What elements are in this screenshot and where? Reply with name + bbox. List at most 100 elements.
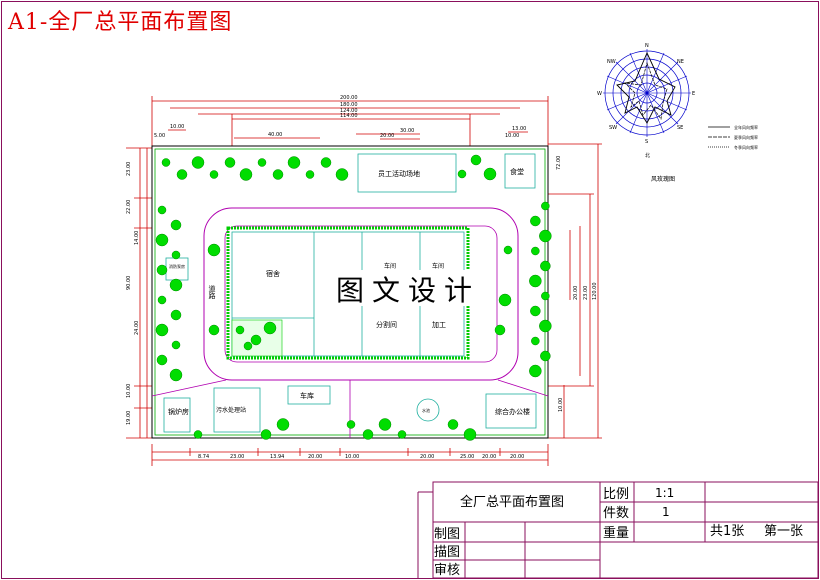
label-pump-room: 消防泵房 [169,263,185,269]
tree-icon [156,264,168,276]
dim-label: 10.00 [170,124,184,130]
label-split-room: 分割间 [376,320,397,329]
dim-label: 200.00 [340,95,358,101]
tree-icon [483,167,497,181]
dim-label: 180.00 [340,102,358,108]
tree-icon [529,364,542,378]
tree-icon [540,260,551,272]
wind-rose-summer [624,61,668,120]
bottom-dimensions [151,444,549,466]
tree-icon [540,350,551,362]
wind-dir-w: W [597,91,602,97]
dim-label: 20.00 [420,454,434,460]
tb-traced-label: 描图 [434,545,460,560]
right-dimensions [548,143,602,439]
dim-label: 124.00 [340,108,358,114]
wind-dir-n: N [645,43,649,49]
tree-icon [541,291,550,301]
wind-dir-nw: NW [607,59,616,65]
tree-icon [155,233,169,247]
label-water: 水池 [422,407,430,413]
tree-icon [239,168,253,181]
dim-label: 8.74 [198,454,209,460]
tree-icon [171,340,181,350]
title-block [417,481,819,579]
tb-count-label: 件数 [603,506,629,521]
wind-dir-sw: SW [609,125,617,131]
tree-icon [530,215,541,227]
dim-label: 25.00 [460,454,474,460]
tree-icon [169,368,183,382]
dim-label: 23.00 [230,454,244,460]
wind-dir-ne: NE [677,59,684,65]
drawing-title: A1-全厂总平面布置图 [8,10,233,35]
tree-icon [287,156,301,169]
ring-road-outer [203,207,519,381]
watermark-bg [330,270,488,306]
wind-dir-e: E [692,91,695,97]
sewage-station [213,387,261,433]
boiler-room [163,397,191,433]
dim-label: 14.00 [134,231,140,245]
tb-weight-label: 重量 [603,525,629,541]
ring-road-inner [224,225,498,363]
tree-icon [156,354,168,366]
tree-icon [539,319,552,333]
tree-icon [176,169,188,180]
dim-label: 10.00 [126,384,132,398]
bottom-dimension-labels: 8.74 23.00 13.94 20.00 10.00 20.00 25.00… [198,454,524,460]
tree-icon [320,157,332,168]
tree-icon [157,295,167,305]
tb-drawing-name: 全厂总平面布置图 [460,494,564,510]
tree-icon [503,245,513,255]
label-office: 综合办公楼 [495,407,530,416]
tree-icon [463,428,477,441]
tree-icon [169,278,183,292]
tb-scale-value: 1:1 [655,486,674,500]
wind-rose-legend: 全年风向频率 夏季风向频率 冬季风向频率 [708,124,758,150]
dim-label: 22.00 [126,200,132,214]
tb-sheets: 共1张 [710,524,744,539]
label-boiler: 锅炉房 [168,407,189,416]
dim-label: 120.00 [592,283,598,301]
label-dorm: 宿舍 [266,269,280,278]
wind-rose-caption: 风玫瑰图 [651,175,675,183]
dim-label: 20.00 [510,454,524,460]
tree-icon [447,419,459,430]
dim-label: 5.00 [154,133,165,139]
label-activity-field: 员工活动场地 [378,169,420,178]
dim-label: 23.00 [583,286,589,300]
tb-checked-label: 审核 [434,563,460,578]
dim-label: 20.00 [308,454,322,460]
tree-icon [397,430,407,439]
tree-icon [191,156,205,169]
tree-icon [193,430,203,439]
tree-icon [531,246,540,256]
label-road: 道路 [208,284,216,300]
dim-label: 72.00 [556,156,562,170]
left-dimension-labels: 23.00 22.00 14.00 90.00 24.00 10.00 19.0… [126,162,140,425]
tree-icon [346,420,356,429]
label-process: 加工 [432,320,446,329]
label-workshop-a: 车间 [384,262,396,270]
label-workshop-b: 车间 [432,262,444,270]
dim-label: 20.00 [380,133,394,139]
tree-icon [243,341,253,351]
dim-label: 10.00 [345,454,359,460]
tree-icon [207,243,221,257]
legend-summer: 夏季风向频率 [734,134,758,140]
tree-icon [530,305,541,317]
dim-label: 30.00 [400,128,414,134]
dim-label: 24.00 [134,321,140,335]
tree-icon [457,169,467,179]
tree-icon [157,205,167,215]
wind-rose-north: 北 [645,152,650,159]
tree-icon [362,429,374,440]
tree-icon [155,323,169,337]
tree-icon [170,309,182,321]
legend-annual: 全年风向频率 [734,124,758,130]
tree-icon [260,429,272,440]
label-garage: 车库 [300,391,314,400]
tree-icon [498,293,512,307]
